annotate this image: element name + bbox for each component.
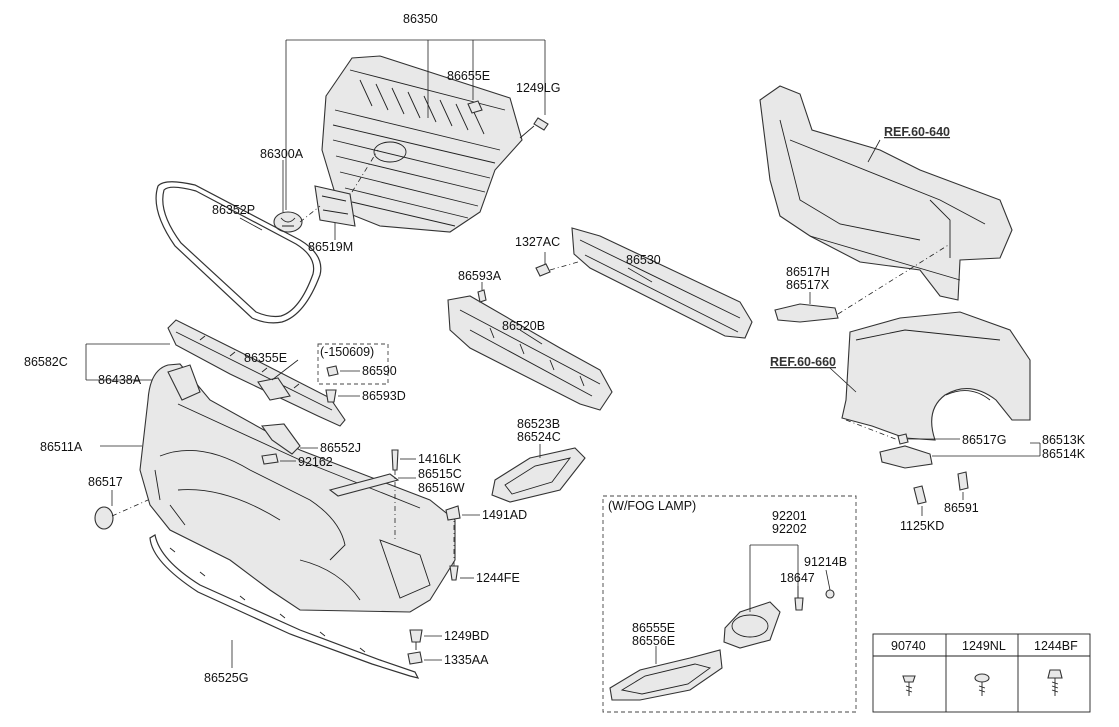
label-92202: 92202 <box>772 522 807 536</box>
upper-cover-assy[interactable] <box>167 319 346 427</box>
fog-lamp-unit[interactable] <box>723 601 781 649</box>
tow-hook-cap[interactable] <box>94 506 114 530</box>
fastener-header-0: 90740 <box>891 639 926 653</box>
fog-lamp-garnish-bar[interactable] <box>328 473 400 497</box>
grille-screw[interactable] <box>519 117 549 139</box>
label-86593A: 86593A <box>458 269 502 283</box>
bulb-18647[interactable] <box>794 597 804 611</box>
date-variant-box <box>317 343 389 385</box>
label-86517G: 86517G <box>962 433 1006 447</box>
label-86552J: 86552J <box>320 441 361 455</box>
label-86524C: 86524C <box>517 430 561 444</box>
grille-emblem[interactable] <box>273 211 303 233</box>
bumper-bolt-1244FE[interactable] <box>449 565 459 581</box>
label-1327AC: 1327AC <box>515 235 560 249</box>
label-92201: 92201 <box>772 509 807 523</box>
label-86517: 86517 <box>88 475 123 489</box>
screw-1416LK[interactable] <box>391 449 399 471</box>
label-86591: 86591 <box>944 501 979 515</box>
bumper-clip-1491AD[interactable] <box>445 505 461 521</box>
label-1416LK: 1416LK <box>418 452 462 466</box>
clip-86593D[interactable] <box>325 389 337 403</box>
front-end-module-carrier[interactable] <box>759 85 1013 301</box>
nut-1327AC[interactable] <box>535 263 551 277</box>
label-86517H: 86517H <box>786 265 830 279</box>
label-86514K: 86514K <box>1042 447 1086 461</box>
label-1249BD: 1249BD <box>444 629 489 643</box>
label-86525G: 86525G <box>204 671 248 685</box>
label-92162: 92162 <box>298 455 333 469</box>
fender-clip-86517G[interactable] <box>897 433 909 445</box>
fog-lamp-bezel[interactable] <box>609 649 723 701</box>
bumper-back-beam[interactable] <box>571 227 753 339</box>
screw-92162[interactable] <box>261 453 279 465</box>
label-86655E: 86655E <box>447 69 490 83</box>
screw-icon <box>902 675 916 696</box>
grille-bracket[interactable] <box>314 185 356 227</box>
fog-lamp-variant-box <box>602 495 857 713</box>
label-1491AD: 1491AD <box>482 508 527 522</box>
label-86519M: 86519M <box>308 240 353 254</box>
upper-cover-bracket[interactable] <box>257 377 291 401</box>
label-86515C: 86515C <box>418 467 462 481</box>
bumper-bracket-86552J[interactable] <box>260 423 301 455</box>
fastener-header-1: 1249NL <box>962 639 1006 653</box>
label-1244FE: 1244FE <box>476 571 520 585</box>
label-86590: 86590 <box>362 364 397 378</box>
label-18647: 18647 <box>780 571 815 585</box>
label-86355E: 86355E <box>244 351 287 365</box>
bumper-side-bracket[interactable] <box>167 364 201 401</box>
clip-86590[interactable] <box>326 365 339 377</box>
label-1335AA: 1335AA <box>444 653 489 667</box>
front-fender[interactable] <box>841 311 1031 441</box>
label-86555E: 86555E <box>632 621 675 635</box>
bolt-1125KD[interactable] <box>913 485 927 505</box>
bolt-icon <box>1047 669 1063 696</box>
label-86438A: 86438A <box>98 373 142 387</box>
fender-bracket[interactable] <box>879 445 933 469</box>
fog-lamp-cover[interactable] <box>491 447 586 503</box>
fastener-header-2: 1244BF <box>1034 639 1078 653</box>
label-1249LG: 1249LG <box>516 81 560 95</box>
carrier-bracket[interactable] <box>774 303 839 323</box>
clip-86593A[interactable] <box>477 289 487 303</box>
grille-clip[interactable] <box>467 100 483 114</box>
label-86582C: 86582C <box>24 355 68 369</box>
bumper-clip-1335AA[interactable] <box>407 651 423 665</box>
bumper-energy-absorber[interactable] <box>447 295 613 411</box>
label-86513K: 86513K <box>1042 433 1086 447</box>
label-86556E: 86556E <box>632 634 675 648</box>
label-86511A: 86511A <box>40 440 83 454</box>
bumper-lower-lip[interactable] <box>149 534 420 679</box>
label-86523B: 86523B <box>517 417 560 431</box>
bumper-screw-1249BD[interactable] <box>409 629 423 650</box>
label-86352P: 86352P <box>212 203 255 217</box>
front-bumper-cover[interactable] <box>139 363 456 613</box>
grille-molding-ring[interactable] <box>155 181 322 324</box>
label-fog-lamp: (W/FOG LAMP) <box>608 499 696 513</box>
radiator-grille[interactable] <box>321 55 523 233</box>
label-150609: (-150609) <box>320 345 374 359</box>
label-ref-60-660: REF.60-660 <box>770 355 836 369</box>
label-86516W: 86516W <box>418 481 465 495</box>
label-91214B: 91214B <box>804 555 847 569</box>
label-86593D: 86593D <box>362 389 406 403</box>
label-1125KD: 1125KD <box>900 519 944 533</box>
screw-86591[interactable] <box>957 471 969 491</box>
label-86520B: 86520B <box>502 319 545 333</box>
fastener-table: 90740 1249NL 1244BF <box>872 633 1091 713</box>
label-86300A: 86300A <box>260 147 304 161</box>
label-86517X: 86517X <box>786 278 830 292</box>
clip-91214B[interactable] <box>825 589 835 599</box>
label-86530: 86530 <box>626 253 661 267</box>
label-86350: 86350 <box>403 12 438 26</box>
label-ref-60-640: REF.60-640 <box>884 125 950 139</box>
tapping-screw-icon <box>974 673 990 696</box>
